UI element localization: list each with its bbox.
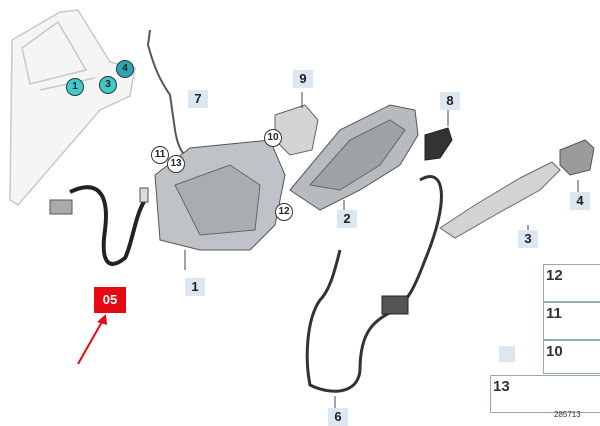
legend-label-10: 10 xyxy=(546,343,563,360)
blank-label-box xyxy=(499,346,515,362)
handle-carrier-2 xyxy=(289,104,419,214)
door-lock-1 xyxy=(154,139,286,270)
circled-ref-11[interactable]: 11 xyxy=(151,146,169,164)
part-label-4[interactable]: 4 xyxy=(570,192,590,210)
part-label-6[interactable]: 6 xyxy=(328,408,348,426)
callout-arrow xyxy=(77,314,107,365)
circled-ref-4[interactable]: 4 xyxy=(116,60,134,78)
legend-item-13[interactable]: 13 xyxy=(490,375,600,413)
circled-ref-13[interactable]: 13 xyxy=(167,155,185,173)
diagram-code: 285713 xyxy=(554,410,581,419)
part-label-1[interactable]: 1 xyxy=(185,278,205,296)
legend-item-12[interactable]: 12 xyxy=(543,264,600,302)
circled-ref-12[interactable]: 12 xyxy=(275,203,293,221)
part-label-2[interactable]: 2 xyxy=(337,210,357,228)
callout-badge[interactable]: 05 xyxy=(94,287,126,313)
legend-item-11[interactable]: 11 xyxy=(543,302,600,340)
rear-door-outline xyxy=(9,9,136,206)
part-label-8[interactable]: 8 xyxy=(440,92,460,110)
circled-ref-10[interactable]: 10 xyxy=(264,129,282,147)
gasket-8 xyxy=(424,108,453,161)
outer-handle-3 xyxy=(439,161,561,239)
bowden-cable-6 xyxy=(305,175,443,410)
legend-item-10[interactable]: 10 xyxy=(543,340,600,374)
part-label-7[interactable]: 7 xyxy=(188,90,208,108)
cable-05 xyxy=(49,185,149,266)
part-label-9[interactable]: 9 xyxy=(293,70,313,88)
striker-9 xyxy=(274,92,319,156)
legend-label-11: 11 xyxy=(546,305,562,322)
legend-label-12: 12 xyxy=(546,267,563,284)
circled-ref-1[interactable]: 1 xyxy=(66,78,84,96)
circled-ref-3[interactable]: 3 xyxy=(99,76,117,94)
handle-cap-4 xyxy=(559,139,595,192)
part-label-3[interactable]: 3 xyxy=(518,230,538,248)
legend-label-13: 13 xyxy=(493,378,510,395)
